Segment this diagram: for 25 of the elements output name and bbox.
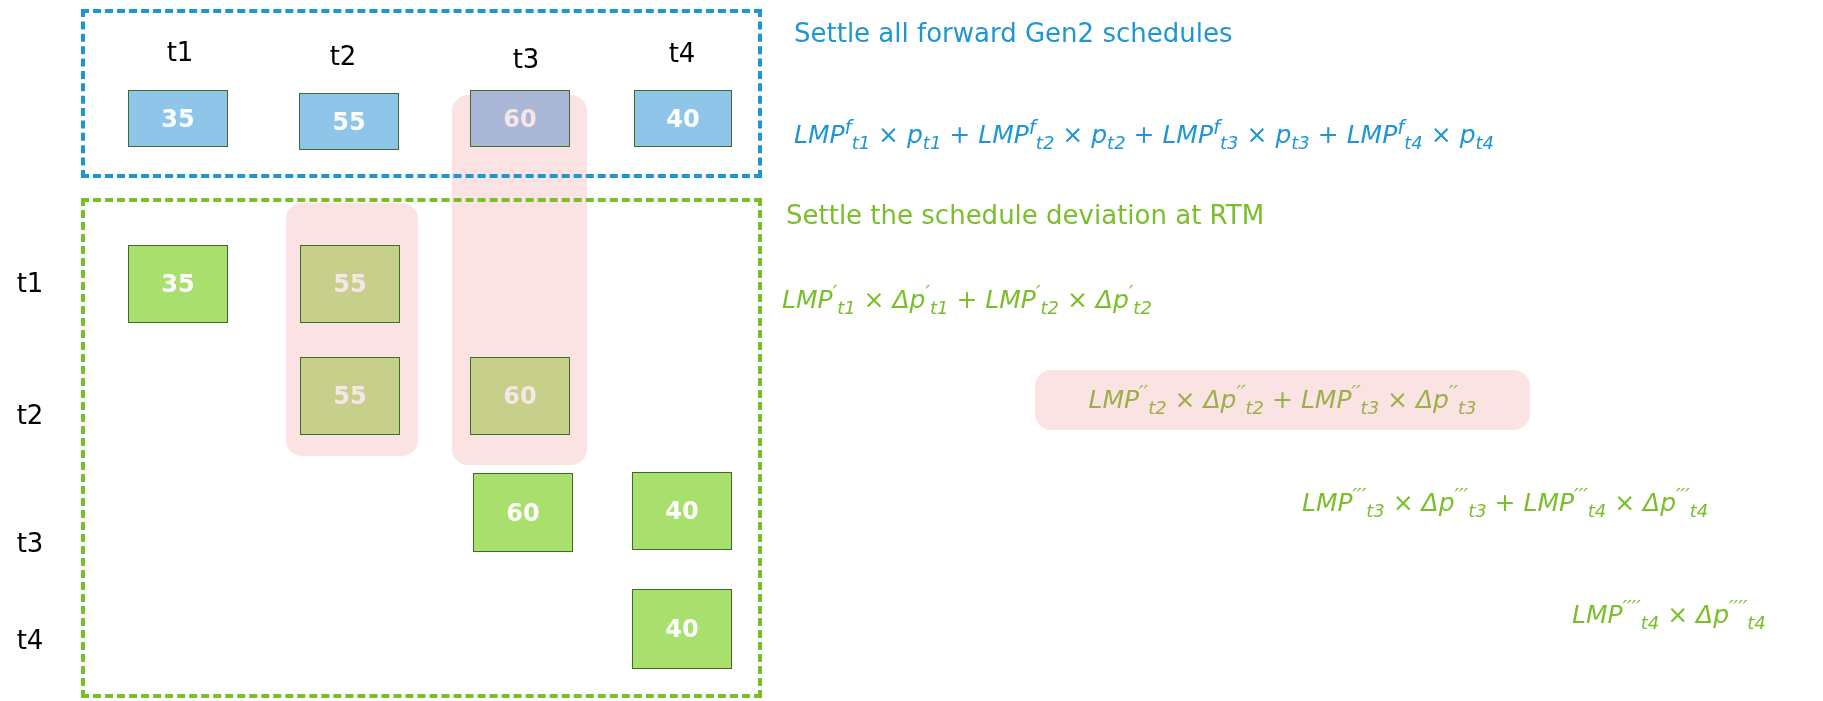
formula: LMP$^{f}$$_{t1}$ × p$_{t1}$ + LMP$^{f}$$_{t2}$ × p$_{t2}$ + LMP$^{f}$$_{t3}$ × p$_{t3}$ + LMP$^{f}$$_{t4}$ × p$_{t4}$ (794, 114, 1495, 156)
dashed-group-frame (81, 198, 762, 698)
value-box: 55 (299, 93, 399, 150)
time-label: t3 (511, 44, 541, 74)
value-box: 55 (300, 245, 400, 323)
dashed-group-frame (81, 9, 762, 178)
section-heading: Settle all forward Gen2 schedules (794, 18, 1233, 48)
time-label: t3 (15, 528, 45, 558)
value-box: 40 (632, 589, 732, 669)
time-label: t1 (15, 268, 45, 298)
time-label: t1 (165, 37, 195, 67)
time-label: t4 (15, 625, 45, 655)
value-box: 55 (300, 357, 400, 435)
time-label: t4 (667, 38, 697, 68)
value-box: 35 (128, 90, 228, 147)
highlighted-formula (1035, 370, 1530, 430)
value-box: 60 (470, 357, 570, 435)
value-box: 35 (128, 245, 228, 323)
section-heading: Settle the schedule deviation at RTM (786, 200, 1265, 230)
time-label: t2 (15, 400, 45, 430)
time-label: t2 (328, 41, 358, 71)
value-box: 40 (634, 90, 732, 147)
value-box: 60 (473, 473, 573, 552)
value-box: 40 (632, 472, 732, 550)
value-box: 60 (470, 90, 570, 147)
